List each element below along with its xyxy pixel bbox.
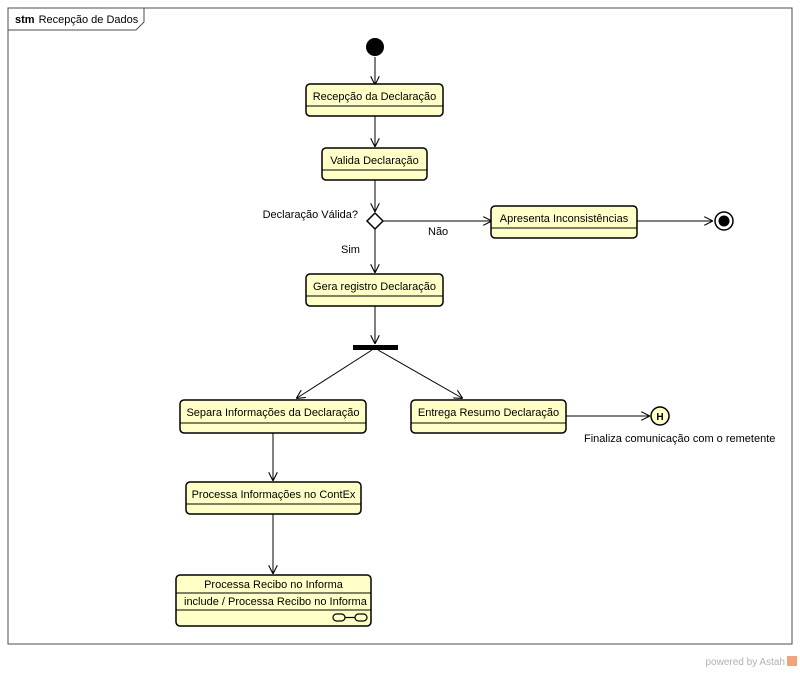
frame-name: Recepção de Dados — [39, 14, 139, 26]
history-circle — [650, 406, 670, 426]
state-processa-info: Processa Informações no ContEx — [185, 481, 362, 515]
guard-sim-label: Sim — [341, 244, 360, 256]
history-symbol: H — [656, 412, 663, 423]
state-recepcao-label: Recepção da Declaração — [313, 91, 437, 103]
state-processa-info-label: Processa Informações no ContEx — [192, 489, 356, 501]
state-apresenta-box — [490, 205, 638, 239]
state-recepcao-box — [305, 83, 444, 117]
state-processa-info-box — [185, 481, 362, 515]
state-entrega: Entrega Resumo Declaração — [410, 399, 567, 434]
state-processa-recibo: Processa Recibo no Informa include / Pro… — [175, 574, 372, 627]
frame-title: stm Recepção de Dados — [15, 14, 139, 26]
state-entrega-label: Entrega Resumo Declaração — [418, 407, 559, 419]
state-recepcao: Recepção da Declaração — [305, 83, 444, 117]
history-node: H — [650, 406, 670, 426]
frame-border — [7, 7, 793, 645]
state-valida-label: Valida Declaração — [330, 155, 418, 167]
transition-fork-to-separa — [297, 349, 373, 398]
state-processa-recibo-activity: include / Processa Recibo no Informa — [184, 596, 368, 608]
decision-node — [365, 211, 385, 231]
transitions — [273, 57, 712, 573]
transition-fork-to-entrega — [377, 349, 462, 398]
state-processa-recibo-label: Processa Recibo no Informa — [204, 579, 344, 591]
astah-watermark: powered by Astah — [706, 656, 797, 668]
history-note: Finaliza comunicação com o remetente — [584, 433, 775, 445]
fork-bar — [353, 345, 398, 350]
submachine-icon — [332, 613, 368, 622]
frame-tab — [8, 8, 145, 31]
frame-keyword: stm — [15, 14, 35, 26]
state-apresenta: Apresenta Inconsistências — [490, 205, 638, 239]
decision-question-label: Declaração Válida? — [263, 209, 358, 221]
guard-nao-label: Não — [428, 226, 448, 238]
state-separa-box — [179, 399, 367, 434]
state-entrega-box — [410, 399, 567, 434]
state-apresenta-label: Apresenta Inconsistências — [500, 213, 629, 225]
diagram-frame: stm Recepção de Dados — [7, 7, 793, 645]
watermark-text: powered by Astah — [706, 657, 786, 668]
state-separa: Separa Informações da Declaração — [179, 399, 367, 434]
state-valida: Valida Declaração — [321, 147, 428, 181]
state-gera: Gera registro Declaração — [305, 273, 444, 307]
state-separa-label: Separa Informações da Declaração — [186, 407, 359, 419]
state-valida-box — [321, 147, 428, 181]
initial-node — [366, 38, 384, 56]
state-gera-label: Gera registro Declaração — [313, 281, 436, 293]
astah-logo-icon — [787, 656, 797, 666]
final-state — [714, 211, 734, 231]
state-processa-recibo-box — [175, 574, 372, 627]
state-gera-box — [305, 273, 444, 307]
